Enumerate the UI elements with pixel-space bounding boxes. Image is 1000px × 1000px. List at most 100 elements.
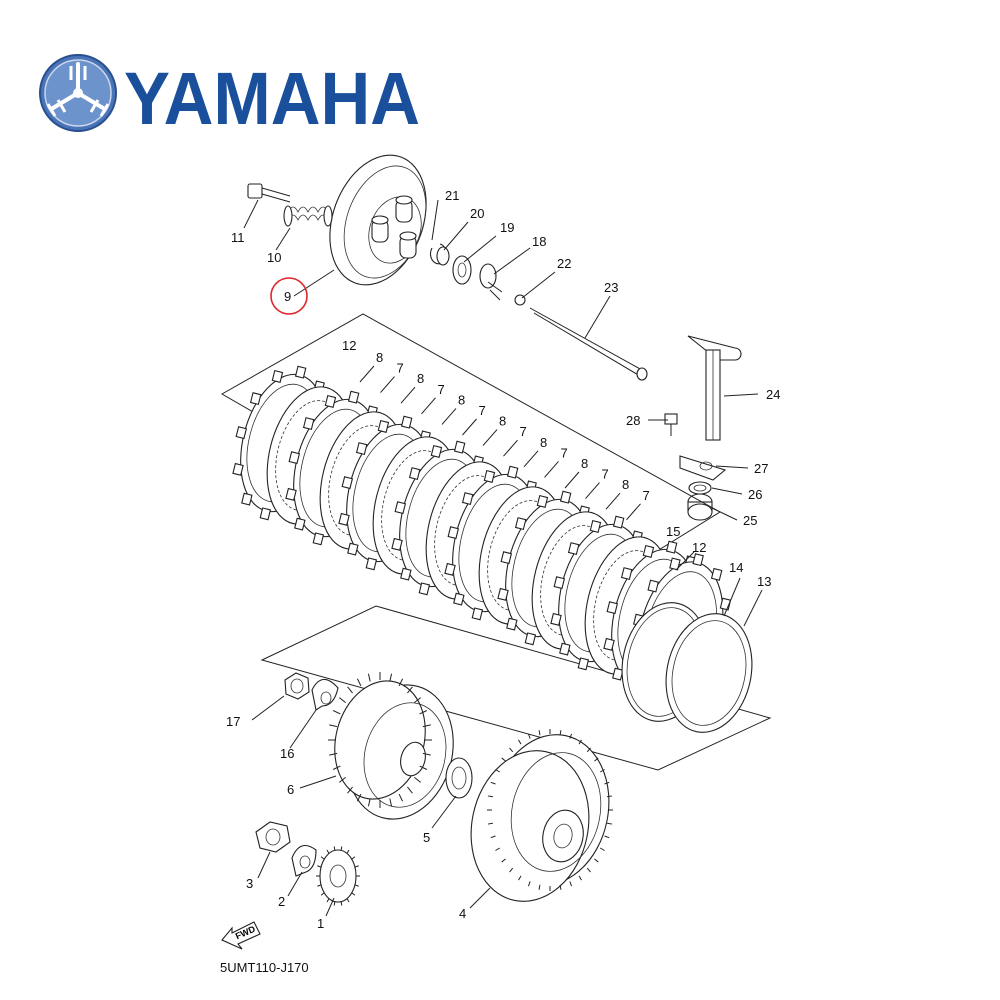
- tooth: [538, 730, 541, 736]
- tooth: [414, 697, 421, 703]
- callout-12-top[interactable]: 12: [342, 338, 356, 353]
- tooth: [347, 686, 353, 694]
- callout-7-7[interactable]: 7: [520, 424, 527, 439]
- tooth: [501, 757, 506, 762]
- clutch-spring[interactable]: [283, 205, 333, 227]
- callout-12-bottom[interactable]: 12: [692, 540, 706, 555]
- callout-8-0[interactable]: 8: [376, 350, 383, 365]
- push-rod-1[interactable]: [479, 263, 503, 301]
- tooth: [490, 835, 496, 839]
- callout-8-10[interactable]: 8: [581, 456, 588, 471]
- tooth: [354, 884, 359, 887]
- callout-24[interactable]: 24: [766, 387, 780, 402]
- lock-nut-17[interactable]: [284, 672, 310, 700]
- tooth: [487, 795, 493, 798]
- lever-bolt[interactable]: [664, 413, 678, 436]
- tooth: [559, 730, 562, 736]
- callout-8-8[interactable]: 8: [540, 435, 547, 450]
- callout-1[interactable]: 1: [317, 916, 324, 931]
- callout-5[interactable]: 5: [423, 830, 430, 845]
- callout-15[interactable]: 15: [666, 524, 680, 539]
- callout-19[interactable]: 19: [500, 220, 514, 235]
- push-rod-2[interactable]: [529, 307, 648, 381]
- tooth: [414, 777, 421, 783]
- leader-line: [626, 503, 641, 521]
- push-lever-shaft[interactable]: [687, 335, 742, 441]
- callout-27[interactable]: 27: [754, 461, 768, 476]
- leader-line: [503, 439, 518, 457]
- leader-line: [544, 461, 559, 478]
- leader-line: [441, 408, 457, 425]
- tooth: [559, 884, 562, 890]
- lock-nut-3[interactable]: [255, 821, 291, 853]
- callout-7-11[interactable]: 7: [602, 467, 609, 482]
- circlip-13[interactable]: [655, 606, 762, 741]
- callout-7-5[interactable]: 7: [479, 403, 486, 418]
- callout-21[interactable]: 21: [445, 188, 459, 203]
- leader-lines: [243, 199, 763, 917]
- tooth: [578, 739, 582, 745]
- callout-7-1[interactable]: 7: [397, 361, 404, 376]
- callout-22[interactable]: 22: [557, 256, 571, 271]
- callout-13[interactable]: 13: [757, 574, 771, 589]
- needle-bearing-26[interactable]: [688, 481, 712, 495]
- callout-6[interactable]: 6: [287, 782, 294, 797]
- tooth: [317, 865, 322, 868]
- callout-25[interactable]: 25: [743, 513, 757, 528]
- lock-washer-16[interactable]: [311, 678, 339, 711]
- callout-23[interactable]: 23: [604, 280, 618, 295]
- callout-11[interactable]: 11: [231, 230, 245, 245]
- callout-7-13[interactable]: 7: [643, 488, 650, 503]
- tooth: [326, 898, 330, 903]
- callout-10[interactable]: 10: [267, 250, 281, 265]
- callout-8-6[interactable]: 8: [499, 414, 506, 429]
- callout-2[interactable]: 2: [278, 894, 285, 909]
- oil-seal[interactable]: [679, 455, 727, 481]
- callout-28[interactable]: 28: [626, 413, 640, 428]
- tooth: [346, 898, 350, 903]
- clutch-boss-6[interactable]: [322, 671, 468, 831]
- tooth: [389, 798, 393, 807]
- thrust-washer-5[interactable]: [445, 757, 473, 799]
- callout-4[interactable]: 4: [459, 906, 466, 921]
- callout-8-12[interactable]: 8: [622, 477, 629, 492]
- tooth: [317, 884, 322, 887]
- callout-7-9[interactable]: 7: [561, 445, 568, 460]
- leader-line: [482, 429, 498, 446]
- tooth: [340, 846, 343, 851]
- callout-8-2[interactable]: 8: [417, 371, 424, 386]
- primary-drive-gear-1[interactable]: [316, 846, 360, 906]
- callout-26[interactable]: 26: [748, 487, 762, 502]
- tooth: [333, 846, 336, 851]
- tooth: [329, 752, 338, 756]
- callout-7-3[interactable]: 7: [438, 382, 445, 397]
- callout-9[interactable]: 9: [284, 289, 291, 304]
- tooth: [340, 901, 343, 906]
- spring-bolt[interactable]: [247, 183, 291, 203]
- bearing[interactable]: [452, 255, 472, 285]
- callout-3[interactable]: 3: [246, 876, 253, 891]
- tooth: [599, 769, 605, 773]
- diagram-code: 5UMT110-J170: [220, 960, 309, 975]
- tooth: [419, 710, 428, 715]
- tooth: [339, 697, 346, 703]
- callout-18[interactable]: 18: [532, 234, 546, 249]
- tooth: [398, 678, 404, 687]
- callout-20[interactable]: 20: [470, 206, 484, 221]
- needle-bearing-25[interactable]: [687, 493, 713, 521]
- callout-14[interactable]: 14: [729, 560, 743, 575]
- tooth: [419, 765, 428, 770]
- clutch-housing-4[interactable]: [457, 724, 622, 913]
- lock-washer-2[interactable]: [291, 844, 317, 877]
- pressure-plate[interactable]: [313, 142, 443, 299]
- tooth: [527, 881, 531, 887]
- tooth: [356, 678, 362, 687]
- washer[interactable]: [436, 246, 450, 266]
- callout-17[interactable]: 17: [226, 714, 240, 729]
- tooth: [495, 769, 501, 773]
- tooth: [339, 777, 346, 783]
- callout-16[interactable]: 16: [280, 746, 294, 761]
- callout-8-4[interactable]: 8: [458, 392, 465, 407]
- leader-line: [380, 376, 395, 393]
